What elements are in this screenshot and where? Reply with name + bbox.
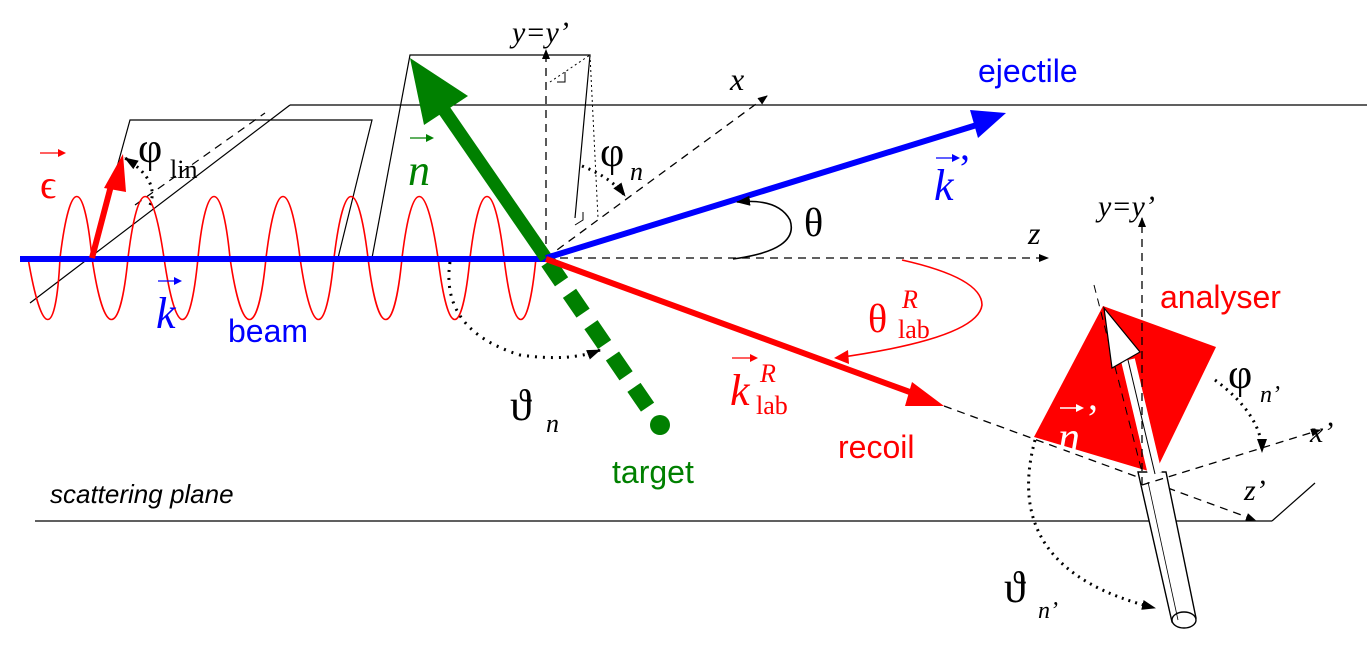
phi-lin-symbol: φ lin bbox=[138, 126, 197, 184]
ejectile-vector bbox=[545, 110, 1006, 261]
analyser-label: analyser bbox=[1160, 279, 1281, 315]
ejectile-label: ejectile bbox=[978, 53, 1078, 89]
svg-text:lin: lin bbox=[170, 155, 197, 184]
recoil-label: recoil bbox=[838, 429, 914, 465]
svg-text:’: ’ bbox=[958, 146, 971, 191]
target bbox=[541, 257, 670, 435]
k-symbol: k bbox=[156, 289, 177, 338]
svg-text:R: R bbox=[759, 359, 776, 388]
x-prime-axis-label: x’ bbox=[1309, 416, 1333, 449]
svg-text:n: n bbox=[630, 157, 643, 186]
epsilon-symbol: ϵ bbox=[40, 162, 56, 207]
vector-marks bbox=[40, 134, 1084, 412]
svg-text:R: R bbox=[901, 285, 918, 314]
normal-plane bbox=[371, 54, 599, 259]
svg-text:φ: φ bbox=[138, 126, 162, 172]
lab-axes bbox=[542, 49, 1049, 262]
svg-text:’: ’ bbox=[1086, 396, 1099, 441]
vartheta-n-symbol: ϑ n bbox=[510, 381, 559, 438]
svg-text:lab: lab bbox=[756, 391, 788, 420]
z-prime-axis-label: z’ bbox=[1243, 474, 1266, 507]
theta-lab-symbol: θ R lab bbox=[868, 285, 930, 344]
vartheta-n-prime-symbol: ϑ n’ bbox=[1004, 563, 1058, 624]
beam-label: beam bbox=[228, 313, 308, 349]
svg-text:ϑ: ϑ bbox=[1004, 563, 1026, 612]
svg-text:φ: φ bbox=[600, 130, 624, 176]
k-prime-symbol: k ’ bbox=[934, 146, 971, 210]
n-symbol: n bbox=[408, 146, 430, 195]
target-label: target bbox=[612, 454, 694, 490]
theta-symbol: θ bbox=[804, 200, 823, 245]
analyser bbox=[1034, 284, 1216, 629]
z-axis-label: z bbox=[1027, 215, 1041, 251]
vartheta-n-arc bbox=[447, 261, 601, 360]
analyser-axes bbox=[1027, 217, 1321, 610]
y-axis-label: y=y’ bbox=[509, 16, 569, 49]
x-axis-label: x bbox=[729, 61, 744, 97]
svg-text:k: k bbox=[730, 366, 751, 415]
svg-text:n: n bbox=[546, 409, 559, 438]
n-prime-symbol: n ’ bbox=[1058, 396, 1099, 462]
phi-n-symbol: φ n bbox=[600, 130, 643, 186]
phi-n-prime-symbol: φ n’ bbox=[1228, 352, 1280, 408]
recoil-vector bbox=[544, 256, 944, 406]
svg-text:n’: n’ bbox=[1038, 598, 1058, 624]
svg-text:k: k bbox=[934, 161, 955, 210]
scattering-plane bbox=[29, 104, 1367, 522]
beam-wave bbox=[27, 195, 537, 321]
normal-vector bbox=[410, 58, 552, 262]
svg-text:θ: θ bbox=[868, 296, 887, 341]
k-lab-symbol: k R lab bbox=[730, 359, 788, 420]
polarization-vector bbox=[89, 154, 126, 259]
svg-text:ϑ: ϑ bbox=[510, 381, 532, 430]
svg-text:φ: φ bbox=[1228, 352, 1252, 398]
theta-lab-arc bbox=[835, 259, 983, 359]
polarization-plane bbox=[91, 112, 373, 259]
svg-text:n’: n’ bbox=[1260, 382, 1280, 408]
theta-arc bbox=[732, 195, 793, 260]
svg-text:lab: lab bbox=[898, 315, 930, 344]
svg-text:n: n bbox=[1058, 413, 1080, 462]
scattering-plane-label: scattering plane bbox=[50, 479, 234, 509]
y-prime-axis-label: y=y’ bbox=[1095, 190, 1155, 223]
